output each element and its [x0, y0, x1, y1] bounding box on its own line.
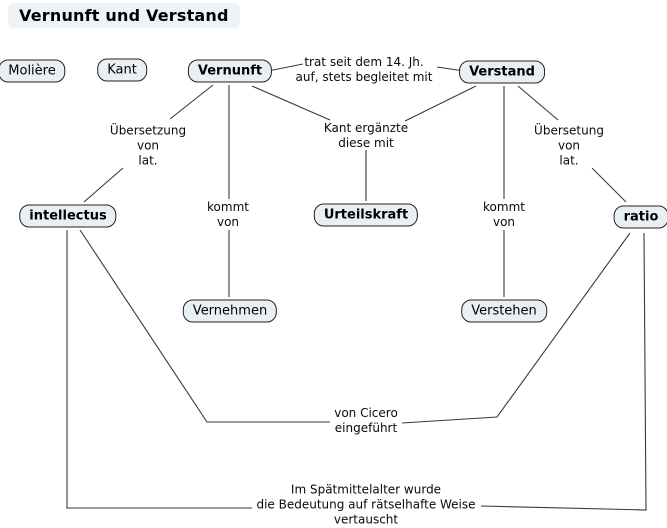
node-intellectus[interactable]: intellectus: [19, 204, 117, 228]
node-urteilskraft[interactable]: Urteilskraft: [313, 203, 419, 227]
edge-uebersetzung-intellectus: [83, 167, 124, 203]
node-moliere[interactable]: Molière: [0, 59, 66, 83]
node-verstand[interactable]: Verstand: [459, 60, 545, 84]
node-ratio[interactable]: ratio: [613, 205, 667, 229]
node-verstehen[interactable]: Verstehen: [461, 299, 547, 323]
link-label-trat-seit: trat seit dem 14. Jh. auf, stets begleit…: [295, 55, 433, 84]
edge-spaetmittelalter-ratio: [480, 232, 647, 511]
node-kant[interactable]: Kant: [97, 58, 147, 82]
link-label-uebersetzung-links: Übersetzung von lat.: [109, 123, 187, 168]
node-vernunft[interactable]: Vernunft: [187, 59, 273, 83]
node-vernehmen[interactable]: Vernehmen: [182, 299, 278, 323]
edge-vernunft-kantergaenzte: [251, 85, 331, 121]
edge-verstand-kantergaenzte: [404, 85, 477, 122]
link-label-uebersetung-rechts: Übersetung von lat.: [534, 123, 604, 168]
link-label-spaetmittelalter: Im Spätmittelalter wurde die Bedeutung a…: [256, 482, 476, 527]
link-label-von-cicero: von Cicero eingeführt: [334, 406, 398, 435]
edge-uebersetung-ratio: [591, 167, 627, 203]
edge-vernunft-trat: [267, 63, 304, 72]
edge-cicero-ratio: [401, 232, 631, 424]
edge-intellectus-cicero: [79, 229, 330, 423]
link-label-kommt-von-links: kommt von: [207, 200, 249, 229]
link-label-kant-ergaenzte: Kant ergänzte diese mit: [323, 121, 409, 150]
edge-intellectus-spaetmittelalter: [66, 230, 252, 509]
diagram-title: Vernunft und Verstand: [8, 3, 240, 28]
edge-vernunft-uebersetzung: [169, 84, 214, 120]
link-label-kommt-von-rechts: kommt von: [483, 200, 525, 229]
edge-verstand-uebersetung: [517, 85, 559, 121]
